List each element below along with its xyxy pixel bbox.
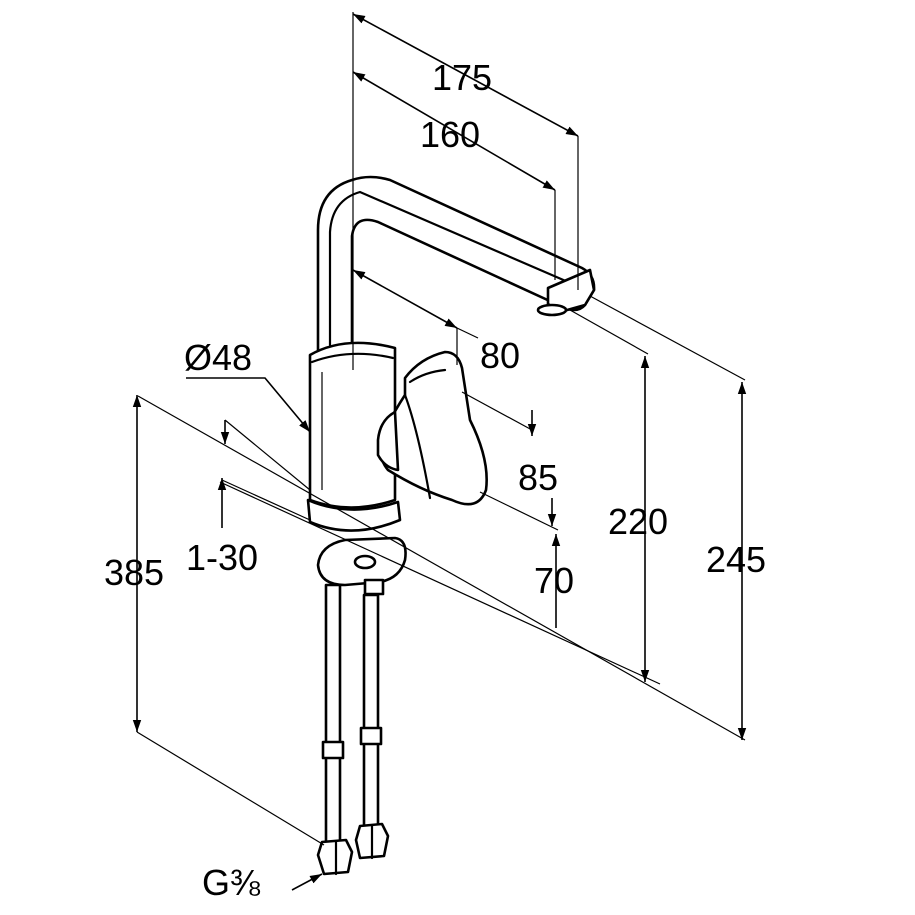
ext-385-bottom <box>136 731 325 846</box>
ext-130-bottom <box>221 479 311 521</box>
label-spout-reach: 160 <box>420 114 480 155</box>
mounting-nut <box>363 578 385 596</box>
label-deck-thickness: 1-30 <box>186 537 258 578</box>
label-overall-reach: 175 <box>432 57 492 98</box>
lever-cartridge <box>376 410 400 472</box>
bracket-hole <box>353 554 377 570</box>
ext-130-top <box>224 419 311 491</box>
hose-right-crimp <box>359 726 383 746</box>
dim-line-80 <box>352 269 458 329</box>
label-spout-height: 220 <box>608 501 668 542</box>
ext-85-top <box>461 391 533 431</box>
ext-245-top <box>589 295 746 381</box>
label-hose-length: 385 <box>104 552 164 593</box>
label-body-diameter: Ø48 <box>184 337 252 378</box>
base-plane-line <box>137 395 746 741</box>
label-connection-thread: G⅜ <box>202 862 261 903</box>
leader-diameter <box>186 377 311 433</box>
label-handle-height: 85 <box>518 457 558 498</box>
hose-left-crimp <box>321 740 345 760</box>
body-cylinder <box>308 341 397 509</box>
lever-handle-edge <box>403 368 447 500</box>
deck-plane-line <box>219 481 661 685</box>
leader-80 <box>456 327 479 339</box>
dim-line-160 <box>352 71 556 191</box>
hose-left <box>324 583 342 847</box>
hose-right <box>362 593 380 832</box>
aerator <box>536 303 568 317</box>
label-overall-height: 245 <box>706 539 766 580</box>
label-spout-height-offset: 80 <box>480 335 520 376</box>
dimension-labels: 175 160 80 Ø48 85 220 245 385 1-30 70 G⅜ <box>104 57 766 903</box>
spout-inner-edge <box>328 190 577 347</box>
ext-85-bottom <box>479 491 559 531</box>
spout-outline <box>316 175 596 354</box>
label-base-height: 70 <box>534 560 574 601</box>
ext-220-top <box>569 309 649 355</box>
leader-thread <box>291 873 323 891</box>
dimension-lines <box>132 12 747 891</box>
body-top-ring <box>310 352 395 364</box>
faucet <box>306 175 596 876</box>
